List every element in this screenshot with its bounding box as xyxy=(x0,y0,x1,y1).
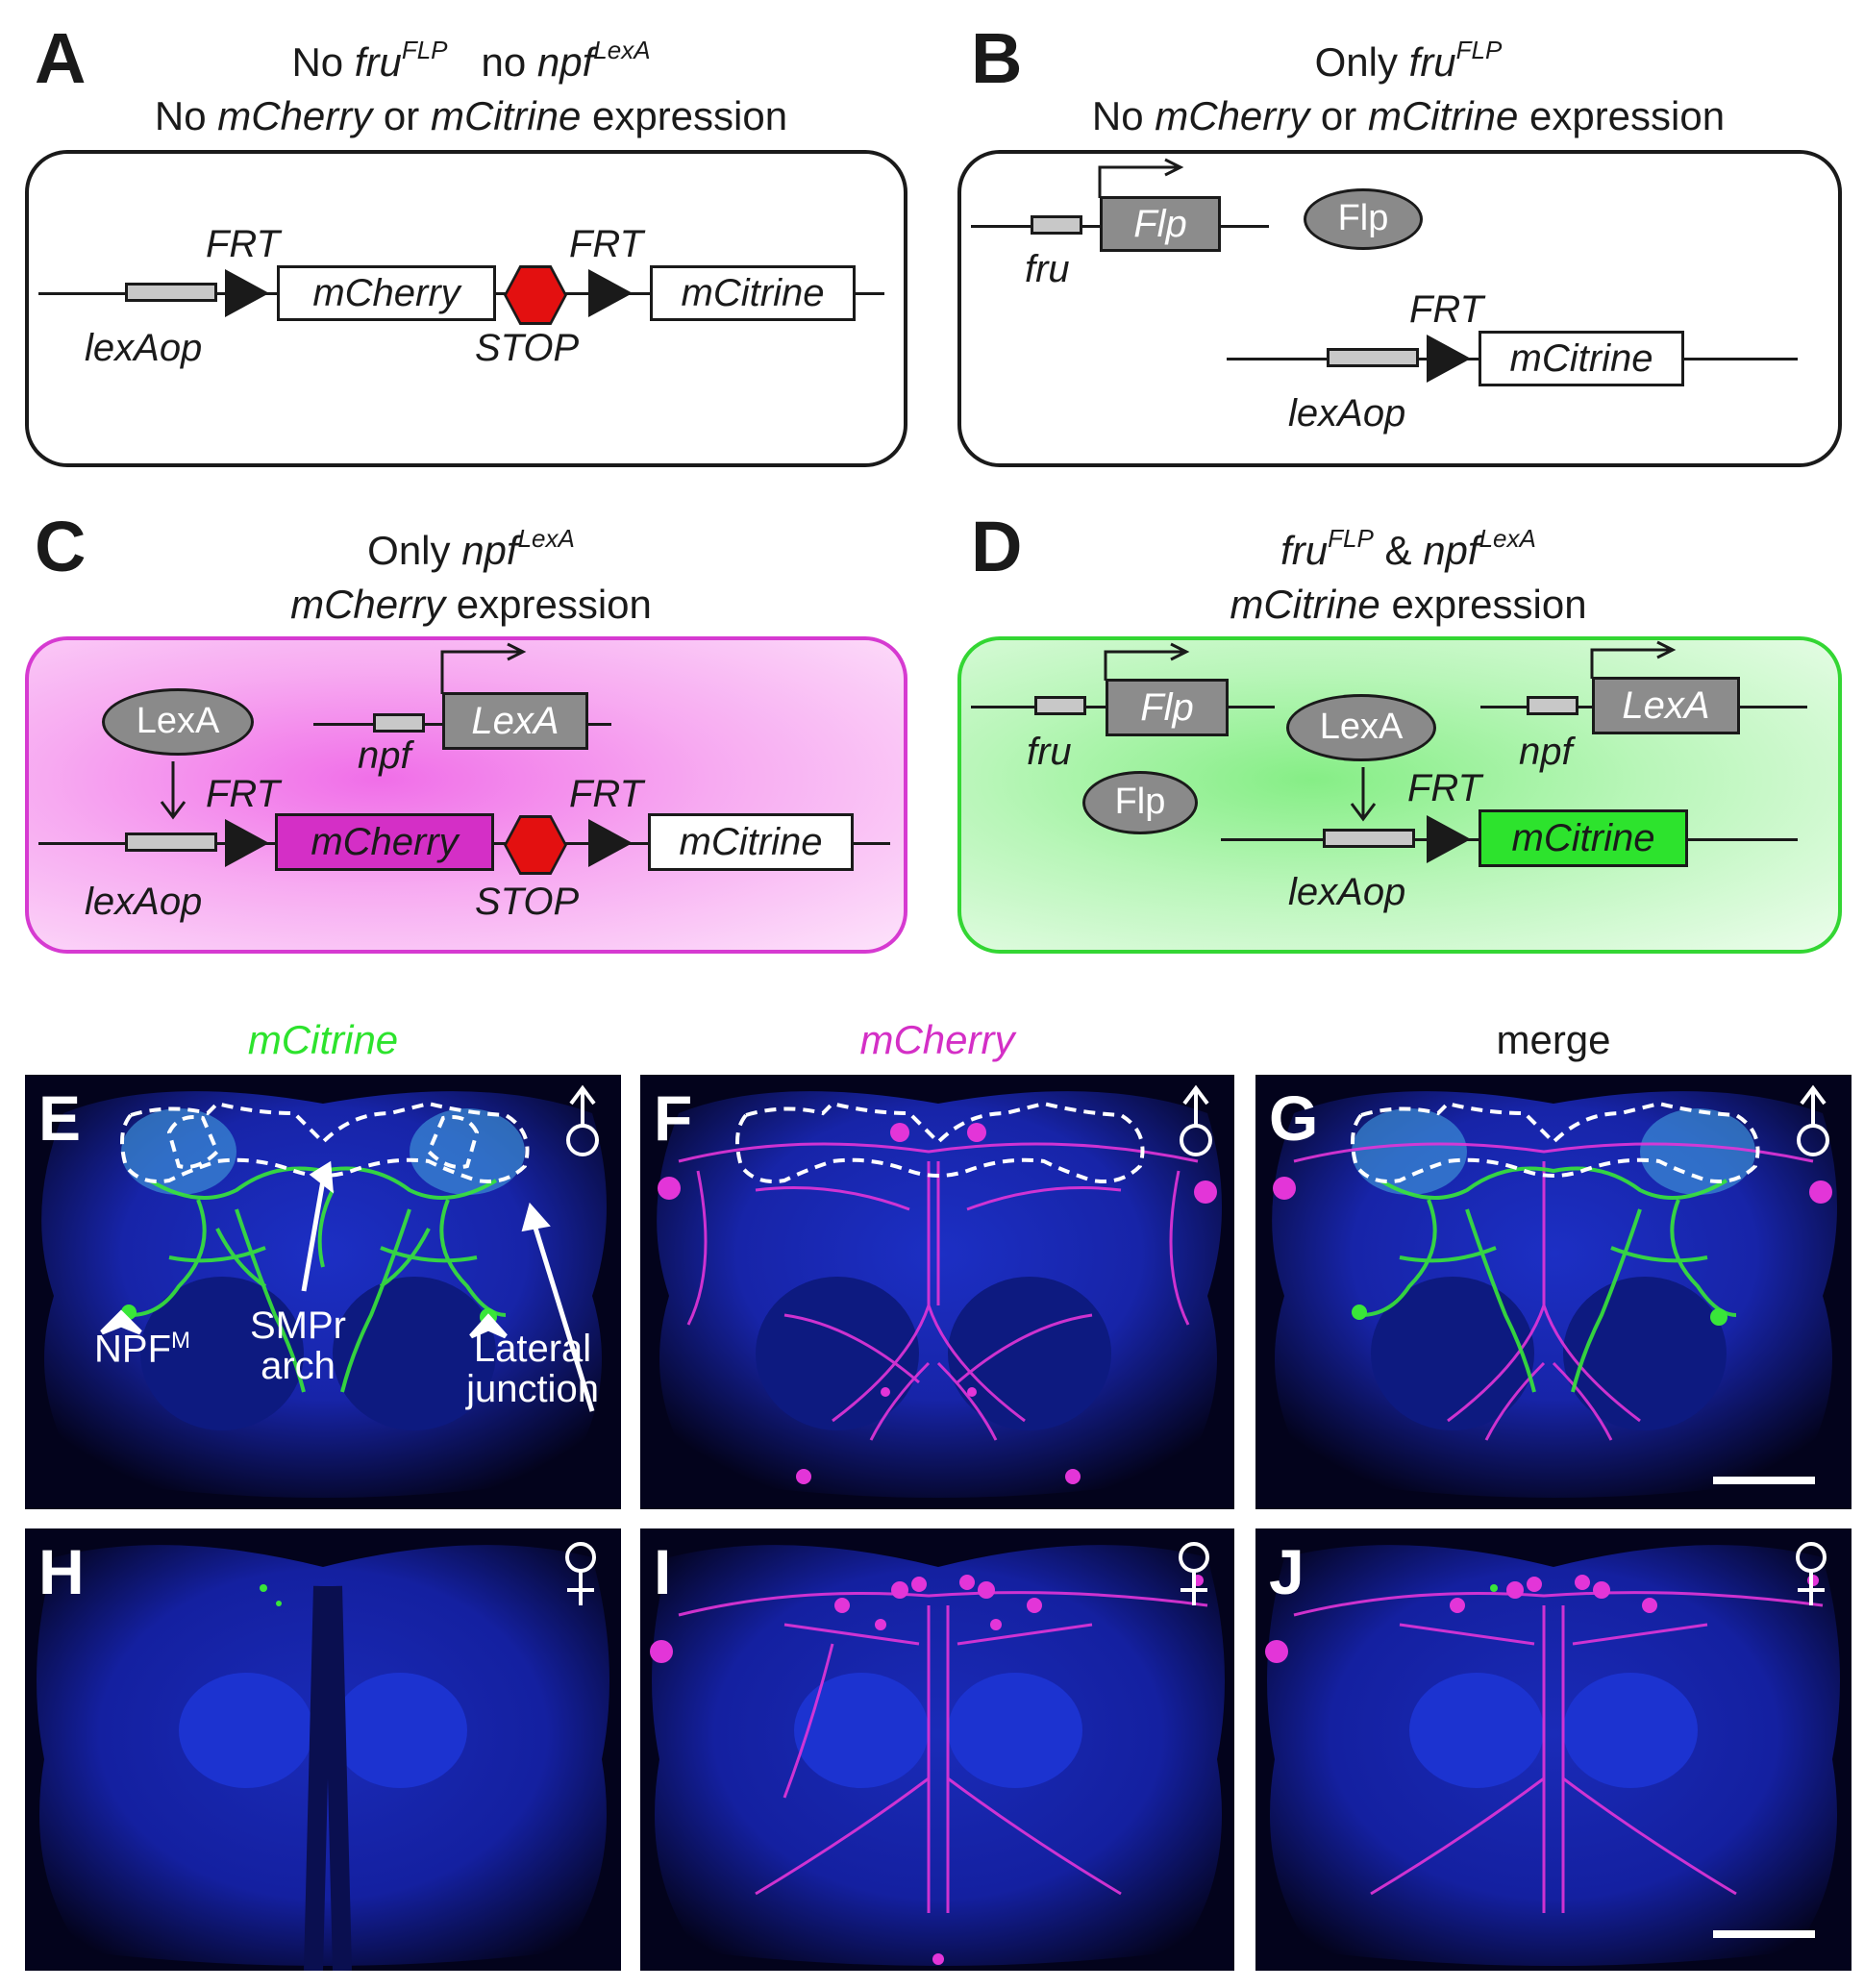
brain-image xyxy=(37,1545,609,1971)
mcherry-gene: mCherry xyxy=(275,813,494,871)
frt-site-1 xyxy=(225,819,269,867)
binding-arrow-icon xyxy=(1350,767,1377,822)
panel-letter-b: B xyxy=(971,18,1023,98)
flp-gene: Flp xyxy=(1100,196,1221,252)
male-symbol-icon xyxy=(1180,1084,1212,1156)
frt-site-2 xyxy=(588,819,633,867)
flp-gene: Flp xyxy=(1106,679,1229,736)
brain-image xyxy=(650,1545,1225,1966)
brain-image xyxy=(41,1091,607,1498)
panel-letter-h: H xyxy=(38,1536,85,1607)
frt-label-1: FRT xyxy=(206,773,281,815)
panel-letter-c: C xyxy=(35,507,87,586)
image-panel-f: F xyxy=(640,1075,1234,1509)
male-symbol-icon xyxy=(566,1084,599,1156)
fru-promoter-element xyxy=(1031,215,1082,235)
fru-label: fru xyxy=(1025,248,1070,290)
stop-label: STOP xyxy=(475,327,580,369)
flp-protein: Flp xyxy=(1304,188,1423,250)
npf-m-annotation: NPFM xyxy=(94,1328,190,1371)
fru-label: fru xyxy=(1027,731,1072,773)
panel-letter-d: D xyxy=(971,507,1023,586)
lexaop-element xyxy=(125,832,217,852)
scale-bar xyxy=(1713,1930,1815,1938)
frt-site-1 xyxy=(225,269,269,317)
mcitrine-gene: mCitrine xyxy=(1479,809,1688,867)
image-panel-h: H xyxy=(25,1528,621,1971)
panel-letter-a: A xyxy=(35,18,87,98)
lexaop-element xyxy=(125,283,217,302)
panel-letter-g: G xyxy=(1269,1082,1319,1154)
female-symbol-icon xyxy=(1796,1542,1827,1605)
column-title-mcitrine: mCitrine xyxy=(247,1017,399,1062)
lexaop-label: lexAop xyxy=(1288,392,1406,435)
panel-letter-f: F xyxy=(654,1082,693,1154)
lexaop-label: lexAop xyxy=(1288,871,1406,913)
frt-label-1: FRT xyxy=(206,223,281,265)
panel-letter-e: E xyxy=(38,1082,82,1154)
female-symbol-icon xyxy=(565,1542,596,1605)
scale-bar xyxy=(1713,1477,1815,1484)
panel-letter-i: I xyxy=(654,1536,672,1607)
stop-sign xyxy=(507,268,564,322)
female-symbol-icon xyxy=(1179,1542,1209,1605)
lexa-gene: LexA xyxy=(442,692,588,750)
binding-arrow-icon xyxy=(160,761,186,820)
transcription-arrow-icon xyxy=(1590,640,1677,679)
brain-image xyxy=(657,1091,1222,1498)
frt-label: FRT xyxy=(1409,288,1484,331)
lexaop-element xyxy=(1323,829,1415,848)
frt-site xyxy=(1427,815,1471,863)
frt-label-2: FRT xyxy=(569,773,644,815)
flp-protein: Flp xyxy=(1082,771,1198,834)
lexa-gene: LexA xyxy=(1592,677,1740,734)
panel-d-title: fruFLP & npfLexA mCitrine expression xyxy=(1230,524,1587,627)
panel-c-title: Only npfLexA mCherry expression xyxy=(290,524,652,627)
npf-promoter-element xyxy=(373,713,425,733)
lexaop-element xyxy=(1327,348,1419,367)
mcitrine-gene: mCitrine xyxy=(650,265,856,321)
frt-site xyxy=(1427,335,1471,383)
mcitrine-gene: mCitrine xyxy=(1479,331,1684,386)
npf-label: npf xyxy=(358,734,411,777)
panel-a-title: No fruFLP no npfLexA No mCherry or mCitr… xyxy=(154,36,788,138)
transcription-arrow-icon xyxy=(1098,158,1184,198)
frt-site-2 xyxy=(588,269,633,317)
image-panel-g: G xyxy=(1255,1075,1852,1509)
panel-b-title: Only fruFLP No mCherry or mCitrine expre… xyxy=(1091,36,1726,138)
panel-letter-j: J xyxy=(1269,1536,1305,1607)
transcription-arrow-icon xyxy=(1104,642,1190,681)
npf-label: npf xyxy=(1519,731,1573,773)
column-title-mcherry: mCherry xyxy=(859,1017,1015,1062)
male-symbol-icon xyxy=(1797,1084,1829,1156)
frt-label-2: FRT xyxy=(569,223,644,265)
stop-label: STOP xyxy=(475,881,580,923)
lexa-protein: LexA xyxy=(102,688,254,756)
image-panel-i: I xyxy=(640,1528,1234,1971)
fru-promoter-element xyxy=(1034,696,1086,715)
transcription-arrow-icon xyxy=(440,642,527,694)
frt-label: FRT xyxy=(1407,767,1482,809)
brain-image xyxy=(1265,1545,1840,1966)
lexaop-label: lexAop xyxy=(85,881,203,923)
mcitrine-gene: mCitrine xyxy=(648,813,854,871)
column-title-merge: merge xyxy=(1496,1017,1611,1062)
brain-image xyxy=(1272,1091,1837,1498)
lexaop-label: lexAop xyxy=(85,327,203,369)
npf-promoter-element xyxy=(1527,696,1578,715)
panel-b-box xyxy=(957,150,1842,467)
panel-a-box xyxy=(25,150,907,467)
mcherry-gene: mCherry xyxy=(277,265,496,321)
lexa-protein: LexA xyxy=(1286,694,1436,761)
image-panel-j: J xyxy=(1255,1528,1852,1971)
